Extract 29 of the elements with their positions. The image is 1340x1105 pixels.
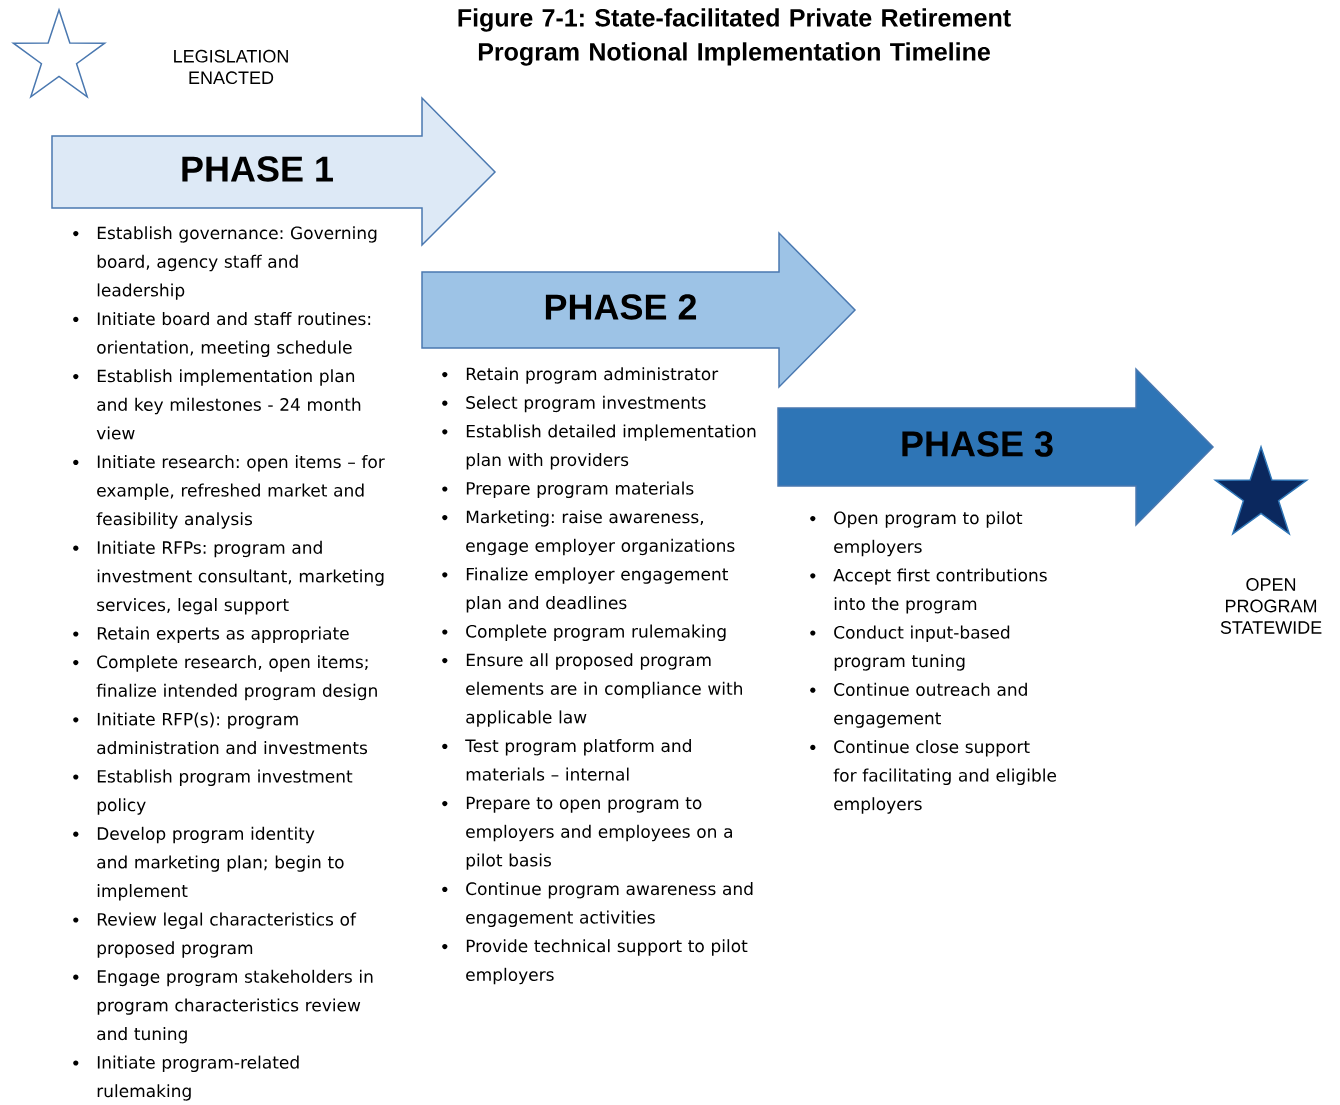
list-item: Retain program administrator [466, 367, 719, 384]
list-item: Continue close support for facilitating and eligible employers [833, 740, 1057, 814]
list-item: Conduct input-based program tuning [834, 625, 1010, 671]
list-item: Review legal characteristics of proposed program [97, 912, 357, 958]
list-item: Establish program investment policy [97, 769, 353, 815]
list-item: Initiate RFPs: program and investment consultant, marketing services, legal support [97, 540, 384, 615]
list-item: Develop program identity and marketing plan; begin to implement [97, 826, 344, 901]
list-item: Test program platform and materials – internal [465, 739, 691, 781]
milestone-label: OPEN PROGRAM STATEWIDE [1220, 578, 1322, 634]
list-item: Complete research, open items; finalize intended program design [96, 655, 377, 701]
list-item: Ensure all proposed program elements are in compliance with applicable law [466, 653, 742, 727]
list-item: Continue outreach and engagement [834, 682, 1027, 728]
list-item: Initiate research: open items – for example, refreshed market and feasibility analysis [96, 455, 385, 529]
list-item: Engage program stakeholders in program characteristics review and tuning [97, 969, 373, 1044]
list-item: Establish detailed implementation plan with providers [466, 424, 756, 470]
list-item: Initiate program-related rulemaking [97, 1055, 299, 1101]
list-item: Establish implementation plan and key milestones - 24 month view [96, 369, 361, 440]
list-item: Accept first contributions into the program [833, 568, 1047, 614]
list-item: Retain experts as appropriate [97, 626, 349, 644]
list-item: Continue program awareness and engagement activities [466, 882, 753, 928]
list-item: Prepare to open program to employers and employees on a pilot basis [466, 796, 732, 870]
list-item: Complete program rulemaking [466, 624, 726, 642]
list-item: Finalize employer engagement plan and deadlines [466, 567, 728, 613]
list-item: Initiate RFP(s): program administration and investments [97, 712, 368, 755]
title: Figure 7-1: State-facilitated Private Retirement Program Notional Implementation Timeline [458, 8, 1011, 66]
list-item: Initiate board and staff routines: orientation, meeting schedule [97, 312, 371, 358]
list-item: Provide technical support to pilot employers [466, 939, 748, 985]
list-item: Prepare program materials [466, 481, 694, 499]
list-item: Marketing: raise awareness, engage employer organizations [466, 510, 735, 556]
